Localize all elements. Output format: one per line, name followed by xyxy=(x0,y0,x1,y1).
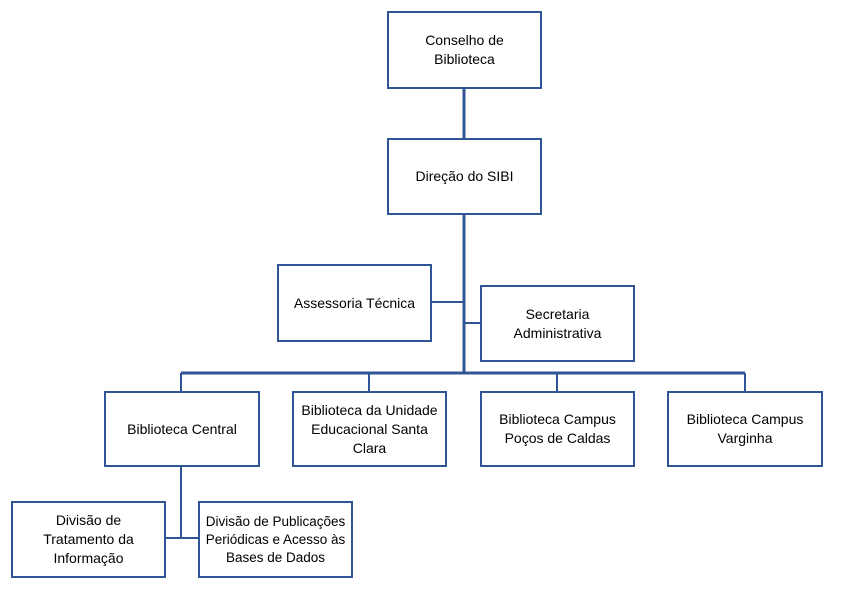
node-tratamento-label: Divisão de Tratamento da Informação xyxy=(43,512,134,566)
node-pocos-label: Biblioteca Campus Poços de Caldas xyxy=(499,411,616,446)
node-direcao: Direção do SIBI xyxy=(387,138,542,215)
node-central-label: Biblioteca Central xyxy=(127,420,237,437)
node-santa-clara-label: Biblioteca da Unidade Educacional Santa … xyxy=(301,401,438,456)
node-conselho: Conselho de Biblioteca xyxy=(387,11,542,89)
node-publicacoes-label: Divisão de Publicações Periódicas e Aces… xyxy=(205,513,346,565)
node-conselho-label: Conselho de Biblioteca xyxy=(425,32,504,67)
node-santa-clara: Biblioteca da Unidade Educacional Santa … xyxy=(292,391,447,467)
node-assessoria-label: Assessoria Técnica xyxy=(293,294,416,311)
node-pocos: Biblioteca Campus Poços de Caldas xyxy=(480,391,635,467)
node-assessoria: Assessoria Técnica xyxy=(277,264,432,342)
node-direcao-label: Direção do SIBI xyxy=(415,168,514,184)
node-secretaria: Secretaria Administrativa xyxy=(480,285,635,362)
node-tratamento: Divisão de Tratamento da Informação xyxy=(11,501,166,578)
node-central: Biblioteca Central xyxy=(104,391,260,467)
node-publicacoes: Divisão de Publicações Periódicas e Aces… xyxy=(198,501,353,578)
node-varginha-label: Biblioteca Campus Varginha xyxy=(686,411,804,446)
node-secretaria-label: Secretaria Administrativa xyxy=(513,305,602,341)
node-varginha: Biblioteca Campus Varginha xyxy=(667,391,823,467)
